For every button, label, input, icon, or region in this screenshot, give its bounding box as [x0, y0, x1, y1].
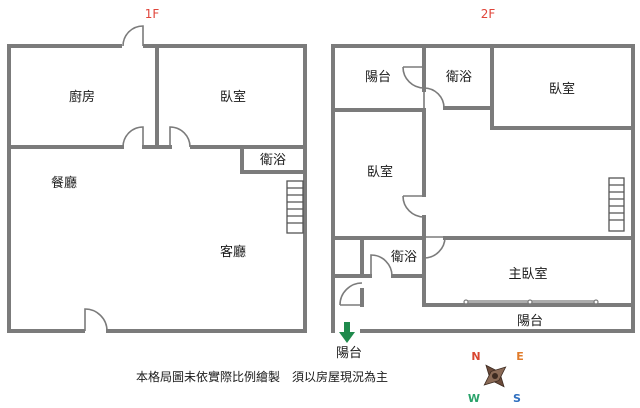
door-icon [339, 282, 363, 306]
room-label-bedroom-right: 臥室 [549, 81, 575, 97]
room-label-bedroom-left: 臥室 [367, 164, 393, 180]
room-label-bathroom-top: 衛浴 [446, 70, 472, 85]
room-label-bathroom-mid: 衛浴 [391, 250, 417, 265]
door-icon [423, 87, 445, 109]
floor-1-plan [7, 44, 307, 333]
room-label-balcony-bottom: 陽台 [517, 314, 543, 329]
door-icon [402, 195, 425, 218]
room-label-bedroom: 臥室 [220, 89, 246, 105]
door-icon [423, 236, 446, 259]
entry-arrow-icon [339, 322, 355, 343]
door-icon [122, 126, 144, 148]
stairs-icon [608, 177, 625, 232]
compass-south-label: S [513, 392, 521, 405]
door-icon [122, 25, 144, 47]
room-label-master-bedroom: 主臥室 [508, 266, 547, 282]
room-label-dining: 餐廳 [51, 175, 77, 191]
compass-east-label: E [516, 350, 524, 363]
floor-2-doors [339, 66, 446, 306]
disclaimer-note: 本格局圖未依實際比例繪製 須以房屋現況為主 [136, 369, 388, 384]
floor-2-label: 2F [481, 7, 496, 21]
room-label-bathroom: 衛浴 [260, 153, 286, 168]
floor-2-plan [331, 44, 635, 333]
floor-2-sliding-door [463, 299, 599, 305]
room-label-kitchen: 廚房 [69, 89, 95, 105]
compass-north-label: N [471, 350, 480, 363]
door-icon [169, 126, 191, 148]
floor-1-label: 1F [145, 7, 160, 21]
door-icon [370, 254, 393, 277]
compass-icon: N E S W [468, 350, 524, 405]
door-icon [402, 66, 425, 89]
door-icon [84, 308, 108, 332]
room-label-balcony-entry: 陽台 [336, 346, 362, 361]
floor-2-stairs [608, 177, 625, 232]
compass-west-label: W [468, 392, 480, 405]
room-label-balcony-top: 陽台 [365, 70, 391, 85]
room-label-living: 客廳 [220, 244, 246, 260]
floor-1-doors [84, 25, 191, 332]
floor-1-stairs [286, 180, 304, 234]
stairs-icon [286, 180, 304, 234]
